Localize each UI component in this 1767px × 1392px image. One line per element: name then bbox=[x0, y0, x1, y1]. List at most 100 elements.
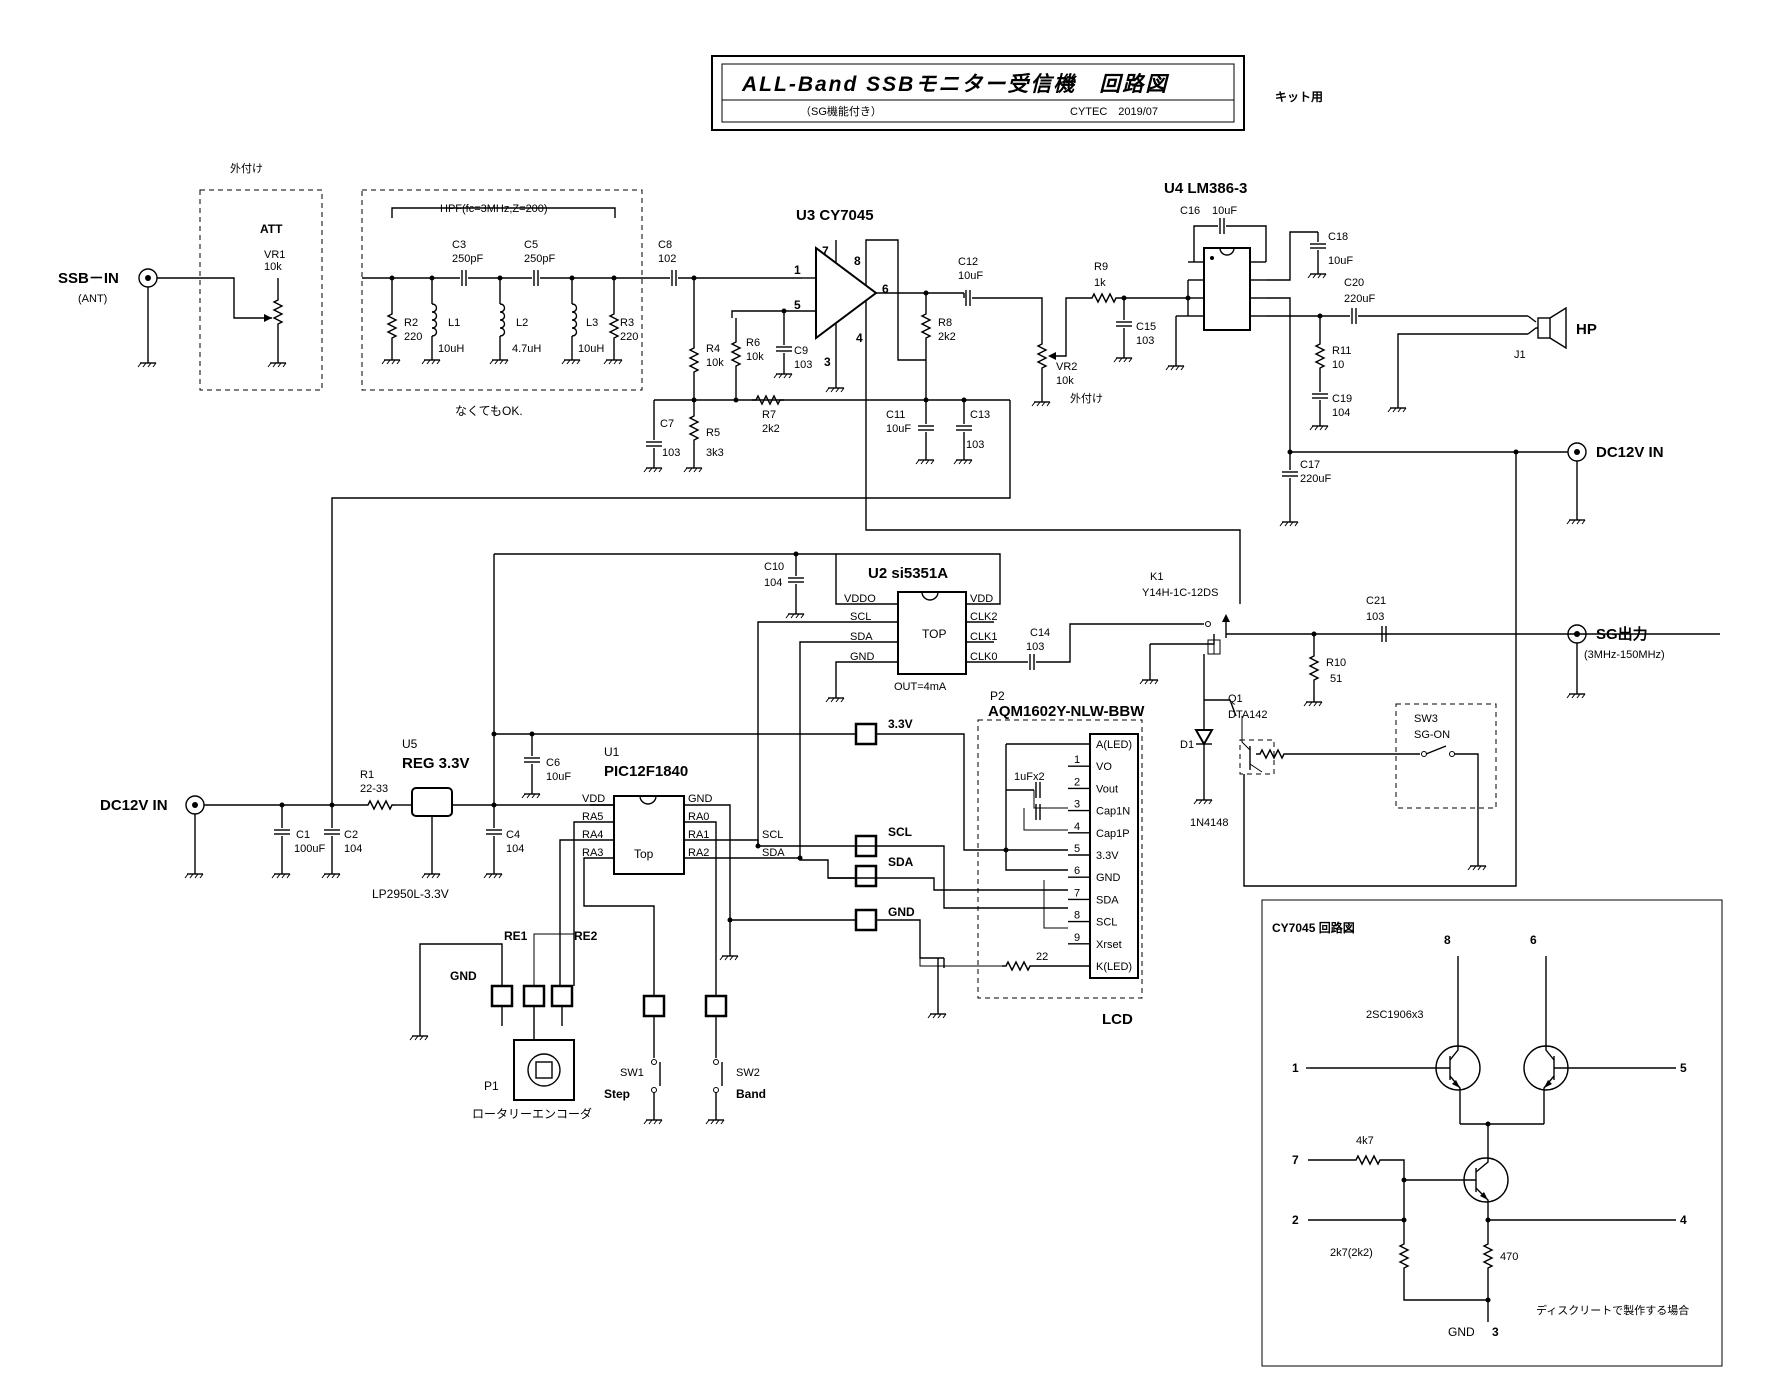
sw3-val[interactable]: SG-ON bbox=[1414, 729, 1450, 741]
lcd-module bbox=[1089, 733, 1139, 979]
c7-val: 103 bbox=[662, 447, 680, 459]
pad-gnd[interactable] bbox=[854, 908, 878, 932]
r2-ref: R2 bbox=[404, 317, 418, 329]
u5-ref: U5 bbox=[402, 737, 418, 751]
c19-val: 104 bbox=[1332, 407, 1350, 419]
title-maker: CYTEC 2019/07 bbox=[1070, 106, 1158, 118]
svg-text:GND: GND bbox=[850, 651, 875, 663]
svg-text:OUT=4mA: OUT=4mA bbox=[894, 681, 947, 693]
c20-ref: C20 bbox=[1344, 277, 1364, 289]
c14-ref: C14 bbox=[1030, 627, 1050, 639]
svg-text:8: 8 bbox=[854, 254, 861, 268]
hp-label: HP bbox=[1576, 321, 1597, 338]
inset-gnd: GND bbox=[1448, 1325, 1475, 1339]
re2-pad[interactable] bbox=[550, 984, 574, 1008]
svg-text:GND: GND bbox=[688, 793, 713, 805]
svg-text:5: 5 bbox=[794, 298, 801, 312]
c14-val: 103 bbox=[1026, 641, 1044, 653]
p1-ref: P1 bbox=[484, 1079, 499, 1093]
svg-text:6: 6 bbox=[882, 282, 889, 296]
external-label-2: 外付け bbox=[1070, 392, 1103, 405]
lcd-pin-number: 2 bbox=[1074, 776, 1080, 788]
inset-r-470: 470 bbox=[1500, 1251, 1518, 1263]
r5-ref: R5 bbox=[706, 427, 720, 439]
c13-val: 103 bbox=[966, 439, 984, 451]
r7-val: 2k2 bbox=[762, 423, 780, 435]
c16-ref: C16 bbox=[1180, 205, 1200, 217]
svg-text:VDD: VDD bbox=[582, 793, 605, 805]
r9-ref: R9 bbox=[1094, 261, 1108, 273]
r9-val: 1k bbox=[1094, 277, 1106, 289]
c15-val: 103 bbox=[1136, 335, 1154, 347]
c1-val: 100uF bbox=[294, 843, 325, 855]
u5-part: LP2950L-3.3V bbox=[372, 887, 449, 901]
svg-text:SDA: SDA bbox=[850, 631, 873, 643]
c2-ref: C2 bbox=[344, 829, 358, 841]
svg-text:RA5: RA5 bbox=[582, 811, 603, 823]
r11-ref: R11 bbox=[1332, 345, 1351, 357]
u5-regulator bbox=[411, 787, 453, 817]
c6-val: 10uF bbox=[546, 771, 571, 783]
r3-ref: R3 bbox=[620, 317, 634, 329]
r10-ref: R10 bbox=[1326, 657, 1346, 669]
external-label-1: 外付け bbox=[230, 162, 263, 175]
pad-sda[interactable] bbox=[854, 864, 878, 888]
c3-val: 250pF bbox=[452, 253, 483, 265]
lcd-pin-name: Xrset bbox=[1096, 939, 1122, 951]
svg-text:RA4: RA4 bbox=[582, 829, 603, 841]
c8-val: 102 bbox=[658, 253, 676, 265]
c5-ref: C5 bbox=[524, 239, 538, 251]
sw1-ref: SW1 bbox=[620, 1067, 644, 1079]
sw2-pad[interactable] bbox=[704, 994, 728, 1018]
encoder-gnd-pad[interactable] bbox=[490, 984, 514, 1008]
c16-val: 10uF bbox=[1212, 205, 1237, 217]
sw3-box bbox=[1395, 703, 1497, 809]
encoder-gnd-label: GND bbox=[450, 969, 477, 983]
svg-text:RA2: RA2 bbox=[688, 847, 709, 859]
dc12v-right-jack[interactable] bbox=[1567, 442, 1587, 462]
lcd-pin-number: 4 bbox=[1074, 821, 1080, 833]
c12-ref: C12 bbox=[958, 256, 978, 268]
r3-val: 220 bbox=[620, 331, 638, 343]
svg-text:5: 5 bbox=[1680, 1061, 1687, 1075]
r6-ref: R6 bbox=[746, 337, 760, 349]
c17-val: 220uF bbox=[1300, 473, 1331, 485]
c21-val: 103 bbox=[1366, 611, 1384, 623]
inset-note: ディスクリートで製作する場合 bbox=[1536, 1303, 1689, 1317]
lcd-pin-name: 3.3V bbox=[1096, 850, 1119, 862]
rotary-encoder[interactable] bbox=[513, 1039, 575, 1101]
sw2-val[interactable]: Band bbox=[736, 1087, 766, 1101]
pad-gnd-label: GND bbox=[888, 905, 915, 919]
r22-label: 22 bbox=[1036, 951, 1048, 963]
r4-val: 10k bbox=[706, 357, 724, 369]
u2-ic bbox=[897, 591, 967, 675]
svg-text:7: 7 bbox=[1292, 1153, 1299, 1167]
svg-text:SCL: SCL bbox=[762, 829, 783, 841]
r8-ref: R8 bbox=[938, 317, 952, 329]
u1-ref: U1 bbox=[604, 745, 620, 759]
svg-text:3: 3 bbox=[824, 355, 831, 369]
c19-ref: C19 bbox=[1332, 393, 1352, 405]
re1-pad[interactable] bbox=[522, 984, 546, 1008]
lcd-pin-number: 8 bbox=[1074, 910, 1080, 922]
j1-label: J1 bbox=[1514, 349, 1526, 361]
c1-ref: C1 bbox=[296, 829, 310, 841]
c12-val: 10uF bbox=[958, 270, 983, 282]
lcd-box bbox=[977, 719, 1143, 999]
ssb-in-jack[interactable] bbox=[138, 268, 158, 288]
lcd-caps-label: 1uFx2 bbox=[1014, 771, 1045, 783]
svg-text:1: 1 bbox=[794, 263, 801, 277]
r11-val: 10 bbox=[1332, 359, 1344, 371]
dc12v-left-jack[interactable] bbox=[185, 795, 205, 815]
c8-ref: C8 bbox=[658, 239, 672, 251]
u2-label: U2 si5351A bbox=[868, 565, 948, 582]
lcd-pin-name: Cap1N bbox=[1096, 806, 1130, 818]
vr1-ref: VR1 bbox=[264, 249, 285, 261]
pad-3v3[interactable] bbox=[854, 722, 878, 746]
svg-text:1: 1 bbox=[1292, 1061, 1299, 1075]
k1-val: Y14H-1C-12DS bbox=[1142, 587, 1218, 599]
sw1-val[interactable]: Step bbox=[604, 1087, 630, 1101]
sw1-pad[interactable] bbox=[642, 994, 666, 1018]
p2-ref: P2 bbox=[990, 689, 1005, 703]
d1-ref: D1 bbox=[1180, 739, 1194, 751]
